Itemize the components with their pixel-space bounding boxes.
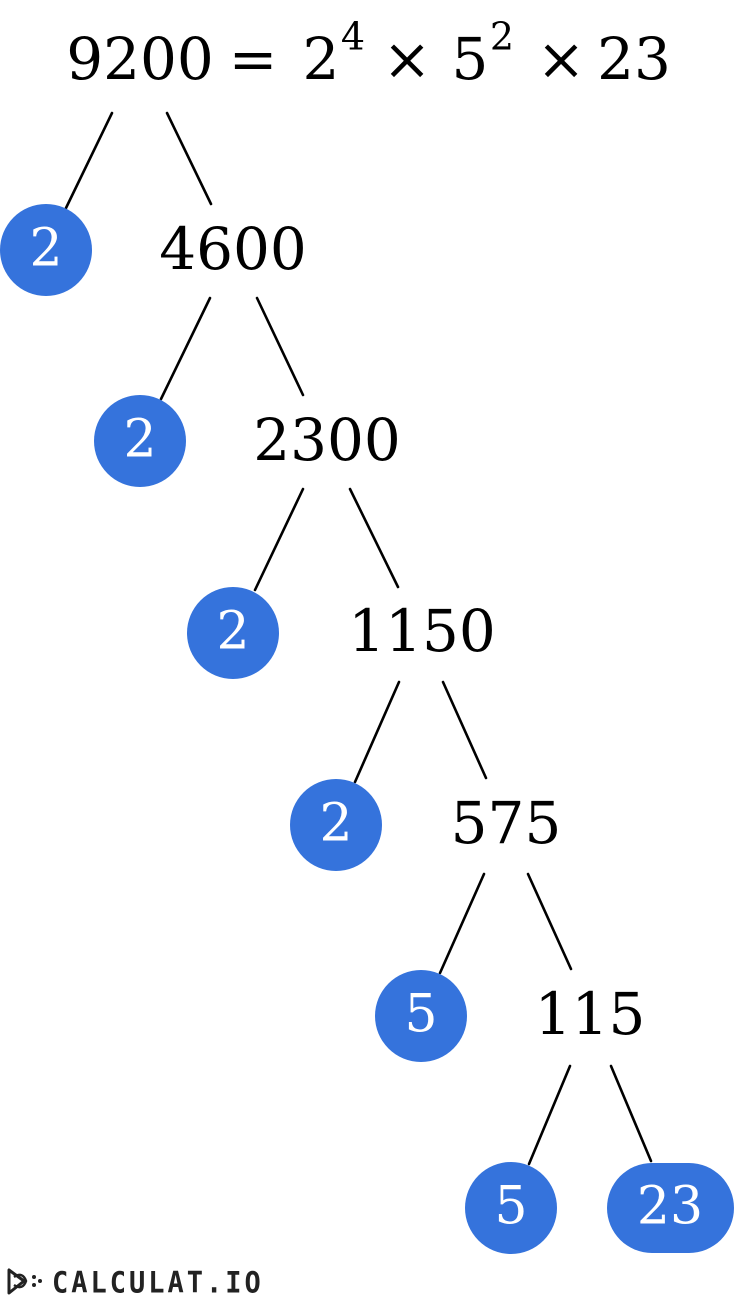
equals-sign: = bbox=[229, 25, 278, 93]
brand-logo: CALCULAT.IO bbox=[6, 1266, 264, 1300]
tree-edge bbox=[527, 1064, 572, 1166]
factor-base: 5 bbox=[452, 25, 489, 93]
composite-node: 1150 bbox=[348, 597, 496, 665]
factorization-equation: 9200 = 2 4 × 5 2 × 23 bbox=[66, 15, 671, 94]
prime-leaf-value: 2 bbox=[319, 794, 352, 854]
tree-edge bbox=[348, 487, 400, 589]
prime-leaf-node bbox=[290, 779, 382, 871]
equation-base: 9200 bbox=[66, 25, 214, 93]
factor-base: 2 bbox=[303, 25, 340, 93]
prime-leaf-value: 5 bbox=[494, 1177, 527, 1237]
prime-leaf-node bbox=[375, 970, 467, 1062]
tree-edge bbox=[441, 680, 488, 780]
composite-node: 115 bbox=[535, 980, 646, 1048]
tree-edge bbox=[353, 680, 401, 784]
prime-leaf-node bbox=[0, 204, 92, 296]
tree-edge bbox=[253, 487, 305, 592]
prime-leaf-node bbox=[465, 1162, 557, 1254]
tree-edge bbox=[255, 296, 305, 397]
tree-edge bbox=[609, 1064, 653, 1163]
prime-leaf-node bbox=[607, 1163, 734, 1253]
tree-edge bbox=[64, 111, 114, 210]
times-sign: × bbox=[537, 25, 586, 93]
factor-exponent: 2 bbox=[490, 15, 514, 59]
composite-node: 2300 bbox=[253, 406, 401, 474]
prime-leaf-node bbox=[94, 395, 186, 487]
tree-edge bbox=[438, 872, 486, 975]
prime-leaf-value: 2 bbox=[29, 219, 62, 279]
composite-node: 575 bbox=[451, 789, 562, 857]
composite-node: 4600 bbox=[159, 215, 307, 283]
tree-edge bbox=[526, 872, 573, 971]
rocket-icon bbox=[6, 1267, 46, 1299]
prime-leaf-value: 2 bbox=[216, 602, 249, 662]
prime-leaf-value: 2 bbox=[123, 410, 156, 470]
prime-leaf-value: 23 bbox=[637, 1177, 703, 1237]
prime-leaf-node bbox=[187, 587, 279, 679]
factor-base: 23 bbox=[597, 25, 671, 93]
tree-edge bbox=[159, 296, 212, 401]
factor-exponent: 4 bbox=[341, 15, 365, 59]
times-sign: × bbox=[383, 25, 432, 93]
tree-edge bbox=[165, 111, 213, 206]
brand-name: CALCULAT.IO bbox=[52, 1266, 264, 1300]
prime-leaf-value: 5 bbox=[404, 985, 437, 1045]
